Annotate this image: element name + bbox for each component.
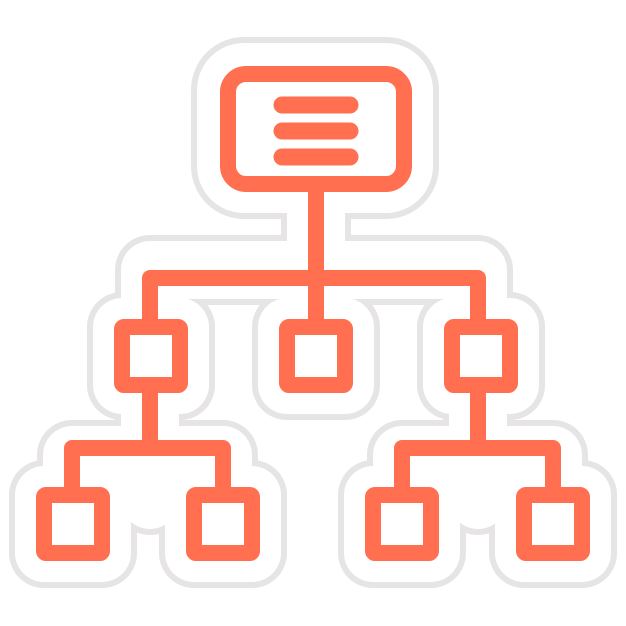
right-leaf-connector — [394, 440, 561, 503]
leaf-node-box — [36, 487, 110, 561]
node-center-box — [279, 319, 353, 393]
leaf-node-box — [365, 487, 439, 561]
node-right-box — [444, 319, 518, 393]
node-left-box — [114, 319, 188, 393]
leaf-node-box — [186, 487, 260, 561]
menu-lines-icon — [273, 96, 359, 166]
left-leaf-connector — [64, 440, 231, 503]
level1-connector — [142, 270, 486, 335]
leaf-node-box — [516, 487, 590, 561]
